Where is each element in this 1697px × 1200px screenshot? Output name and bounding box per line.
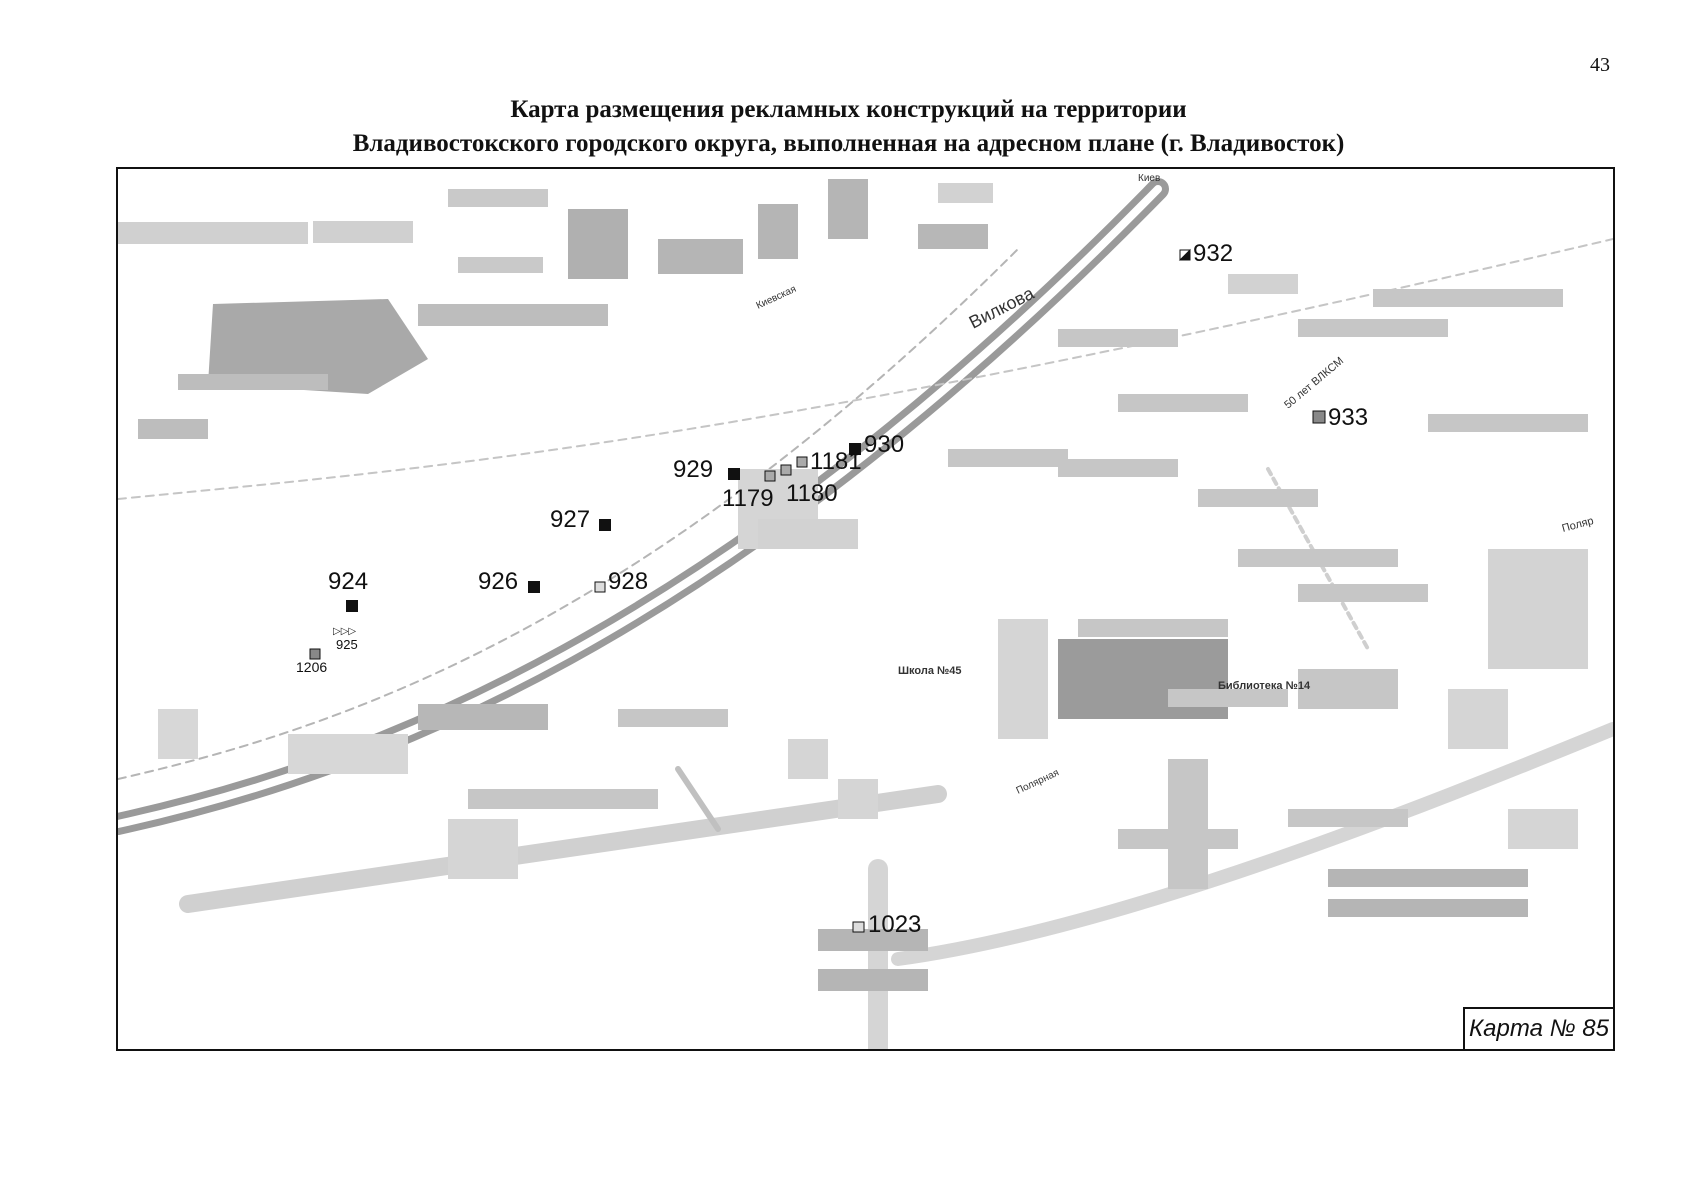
- marker-930: [849, 443, 861, 455]
- marker-1023: [852, 921, 865, 933]
- page-number: 43: [1590, 54, 1610, 76]
- marker-927: [599, 519, 611, 531]
- marker-924: [346, 600, 358, 612]
- marker-1181: [796, 456, 808, 468]
- road-vilkova-inner: [118, 185, 1162, 828]
- place-label-library: Библиотека №14: [1218, 680, 1311, 692]
- marker-label-926: 926: [478, 568, 518, 595]
- marker-926: [528, 581, 540, 593]
- buildings: [118, 179, 1588, 991]
- marker-group: 924 ▷▷▷ 925 926 927 928 929 930 932 933 …: [296, 240, 1368, 938]
- map-frame[interactable]: Вилкова Киевская Киев 50 лет ВЛКСМ Поляр…: [116, 167, 1615, 1051]
- marker-929: [728, 468, 740, 480]
- street-label-komsomol: 50 лет ВЛКСМ: [1282, 355, 1346, 411]
- marker-label-1023: 1023: [868, 911, 921, 938]
- street-label-polyarnaya-right: Поляр: [1561, 515, 1595, 535]
- road-dashed-1: [118, 248, 1019, 780]
- place-label-school: Школа №45: [898, 665, 962, 677]
- marker-932: [1178, 248, 1191, 261]
- map-number-badge: Карта № 85: [1463, 1007, 1613, 1049]
- marker-925-icon: ▷▷▷: [333, 626, 356, 637]
- street-label-polyarnaya: Полярная: [1015, 767, 1061, 796]
- marker-1179: [764, 470, 776, 482]
- marker-label-927: 927: [550, 506, 590, 533]
- marker-label-929: 929: [673, 456, 713, 483]
- marker-label-1179: 1179: [722, 485, 774, 512]
- marker-label-933: 933: [1328, 404, 1368, 431]
- map-title-line-2: Владивостокского городского округа, выпо…: [352, 130, 1345, 157]
- map-canvas[interactable]: Вилкова Киевская Киев 50 лет ВЛКСМ Поляр…: [118, 169, 1613, 1049]
- marker-label-1180: 1180: [786, 480, 838, 507]
- marker-928: [594, 581, 606, 593]
- marker-1180: [780, 464, 792, 476]
- marker-1206: [309, 648, 321, 660]
- road-polyarnaya: [891, 722, 1613, 966]
- road-small-1: [675, 766, 721, 832]
- street-label-kievskaya: Киевская: [755, 284, 798, 312]
- marker-label-1181: 1181: [810, 448, 862, 475]
- roads: [118, 178, 1613, 1049]
- marker-933: [1312, 410, 1326, 424]
- marker-label-1206: 1206: [296, 659, 327, 675]
- marker-label-924: 924: [328, 568, 368, 595]
- marker-label-925: 925: [336, 637, 358, 652]
- marker-label-932: 932: [1193, 240, 1233, 267]
- marker-label-928: 928: [608, 568, 648, 595]
- street-label-kievskaya-top: Киев: [1138, 173, 1160, 184]
- road-lower: [179, 785, 947, 913]
- marker-label-930: 930: [864, 431, 904, 458]
- map-title-line-1: Карта размещения рекламных конструкций н…: [510, 96, 1187, 123]
